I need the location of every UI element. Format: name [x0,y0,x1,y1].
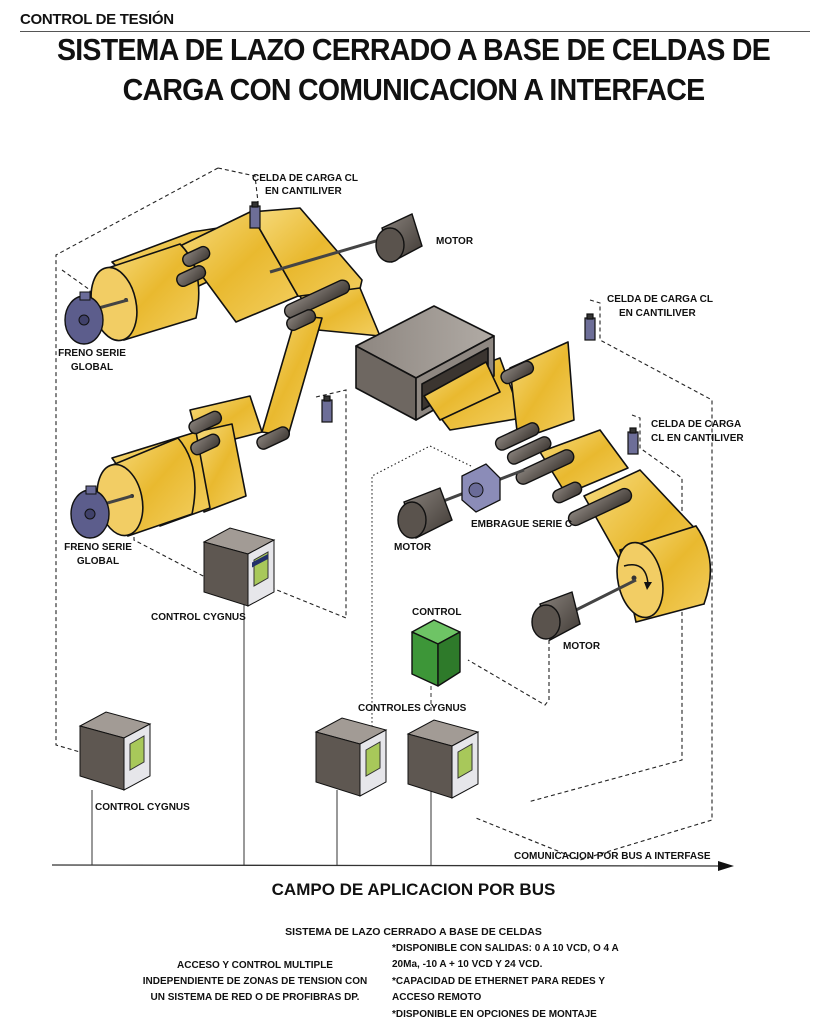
section-label: CONTROL DE TESIÓN [20,11,174,28]
label-load-cell-2-a: CELDA DE CARGA CL [607,294,713,305]
label-controles-cygnus: CONTROLES CYGNUS [358,703,467,714]
label-load-cell-1-b: EN CANTILIVER [265,186,342,197]
load-cells [249,201,639,455]
label-brake-bottom-b: GLOBAL [77,556,119,567]
page-title-line2: CARGA CON COMUNICACION A INTERFACE [122,72,706,107]
motor-mid [397,468,525,539]
feature-line: *DISPONIBLE EN OPCIONES DE MONTAJE [392,1008,597,1020]
brake-bottom [70,485,110,539]
web-material [111,207,705,611]
feature-line: *CAPACIDAD DE ETHERNET PARA REDES Y [392,975,605,987]
page-title-line1: SISTEMA DE LAZO CERRADO A BASE DE CELDAS… [56,32,771,67]
left-description-line: INDEPENDIENTE DE ZONAS DE TENSION CON [142,976,368,987]
motor-right [531,578,637,642]
label-motor-right: MOTOR [563,641,601,652]
bus-lines [51,605,721,867]
cygnus-controller-right-b [406,719,480,799]
left-description-line: UN SISTEMA DE RED O DE PROFIBRAS DP. [150,992,360,1003]
label-brake-bottom-a: FRENO SERIE [64,542,132,553]
feature-list: *DISPONIBLE CON SALIDAS: 0 A 10 VCD, O 4… [392,941,682,1023]
load-cell-2 [584,313,596,341]
cygnus-controller-right-a [314,717,388,797]
wire-motor-right [467,640,550,706]
left-description-line: ACCESO Y CONTROL MULTIPLE [177,960,333,971]
load-cell-3 [627,427,639,455]
control-cube [411,619,461,687]
brake-top [64,291,104,345]
feature-line: ACCESO REMOTO [392,992,482,1004]
rotation-arrow-icon [623,564,649,585]
clutch-wiring [371,445,472,740]
feature-line: 20Ma, -10 A + 10 VCD Y 24 VCD. [392,959,543,971]
label-motor-mid: MOTOR [394,542,432,553]
cygnus-controller-left [78,711,152,791]
wire-loadcell2 [475,299,713,861]
load-cell-4 [321,395,333,423]
idler-rollers [176,245,633,527]
bus-arrow-head [718,861,734,871]
label-control-cygnus-mid: CONTROL CYGNUS [151,612,246,623]
load-cell-1 [249,201,261,229]
rewind-roll-right [616,525,712,623]
label-bus-arrow: COMUNICACION POR BUS A INTERFASE [514,851,711,862]
label-load-cell-3-b: CL EN CANTILIVER [651,433,744,444]
bus-section-title: CAMPO DE APLICACION POR BUS [271,880,556,899]
cygnus-controller-mid [202,527,276,607]
wire-loadcell3 [527,414,683,803]
label-control-cygnus-left: CONTROL CYGNUS [95,802,190,813]
label-load-cell-1-a: CELDA DE CARGA CL [252,173,358,184]
process-cabinet [355,305,501,421]
bus-section-subtitle: SISTEMA DE LAZO CERRADO A BASE DE CELDAS [285,926,542,938]
diagram-labels: CELDA DE CARGA CL EN CANTILIVER MOTOR FR… [58,173,744,862]
left-description: ACCESO Y CONTROL MULTIPLE INDEPENDIENTE … [120,958,390,1006]
feature-line: *DISPONIBLE CON SALIDAS: 0 A 10 VCD, O 4… [392,943,619,954]
label-motor-top: MOTOR [436,236,474,247]
wire-loadcell-left-lower [271,389,347,619]
wire-brake-bottom-to-mid-control [133,460,206,578]
header-divider [20,31,810,32]
label-load-cell-3-a: CELDA DE CARGA [651,419,741,430]
label-load-cell-2-b: EN CANTILIVER [619,308,696,319]
label-control: CONTROL [412,607,461,618]
clutch-unit [461,463,501,513]
label-clutch: EMBRAGUE SERIE C [471,519,572,530]
label-brake-top-b: GLOBAL [71,362,113,373]
motor-top [269,213,423,274]
label-brake-top-a: FRENO SERIE [58,348,126,359]
wire-loadcell1-to-left-control [55,167,259,753]
signal-wiring [55,167,713,861]
